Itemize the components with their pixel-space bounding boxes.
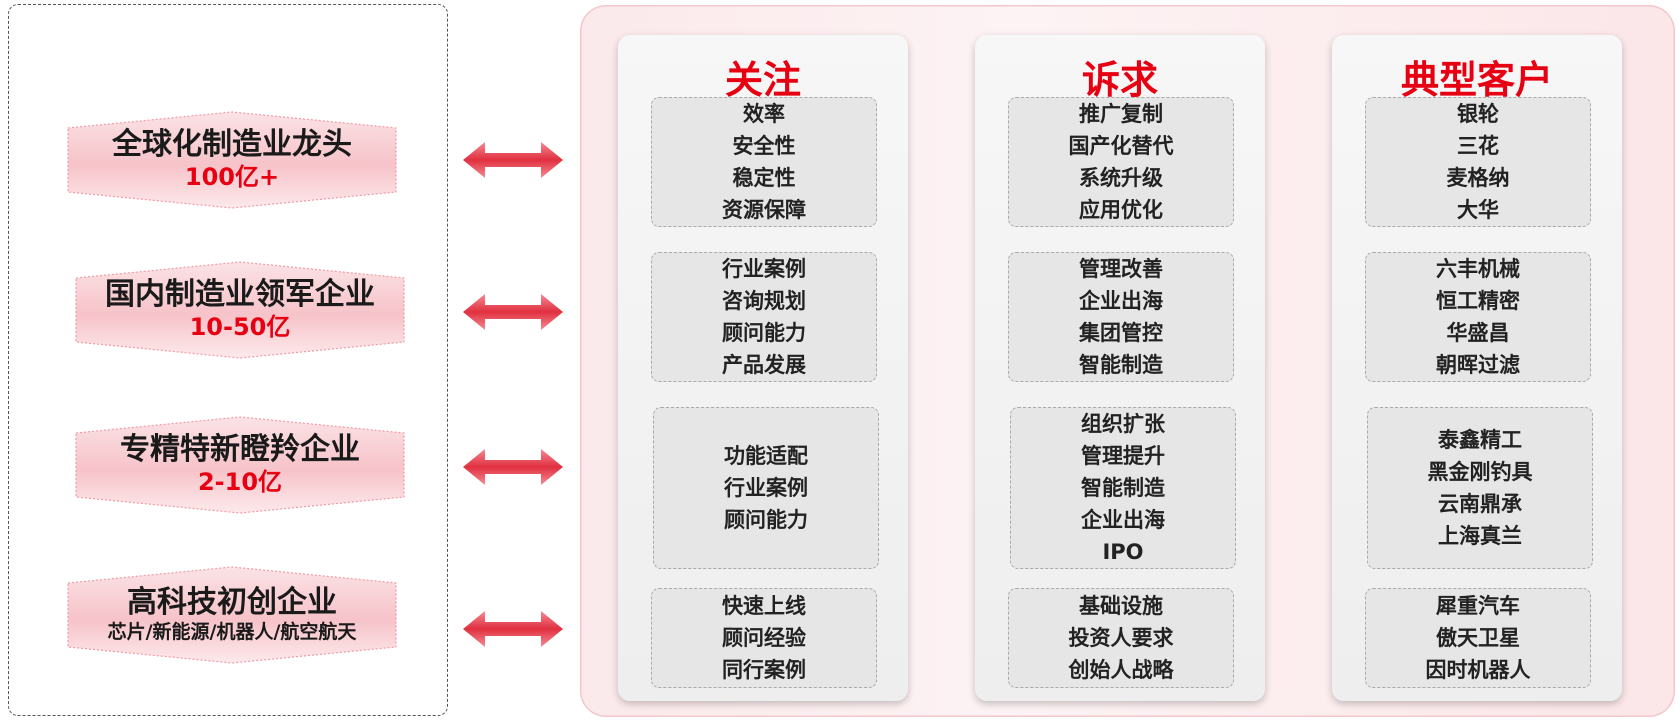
list-item: 国产化替代	[1068, 134, 1174, 158]
list-item: 泰鑫精工	[1438, 428, 1522, 452]
list-item: 快速上线	[722, 594, 806, 618]
list-item: 智能制造	[1081, 476, 1165, 500]
segment-title: 专精特新瞪羚企业	[120, 432, 360, 468]
list-item: 组织扩张	[1081, 412, 1165, 436]
demand-group: 组织扩张 管理提升 智能制造 企业出海 IPO	[1010, 407, 1236, 569]
segment-title: 全球化制造业龙头	[112, 127, 352, 163]
list-item: 因时机器人	[1425, 658, 1531, 682]
list-item: 应用优化	[1079, 198, 1163, 222]
list-item: 稳定性	[732, 166, 796, 190]
list-item: IPO	[1102, 540, 1144, 564]
segment-specialized: 专精特新瞪羚企业 2-10亿	[72, 415, 408, 515]
list-item: 管理改善	[1079, 257, 1163, 281]
double-arrow-icon	[463, 449, 563, 485]
segment-shape	[75, 261, 405, 359]
focus-group: 行业案例 咨询规划 顾问能力 产品发展	[651, 252, 877, 382]
double-arrow-icon	[463, 611, 563, 647]
list-item: 安全性	[732, 134, 796, 158]
list-item: 六丰机械	[1436, 257, 1520, 281]
list-item: 顾问能力	[722, 321, 806, 345]
list-item: 资源保障	[722, 198, 806, 222]
segment-global-leader: 全球化制造业龙头 100亿+	[64, 110, 400, 210]
demand-group: 推广复制 国产化替代 系统升级 应用优化	[1008, 97, 1234, 227]
list-item: 智能制造	[1079, 353, 1163, 377]
list-item: 华盛昌	[1446, 321, 1510, 345]
list-item: 功能适配	[724, 444, 808, 468]
segment-shape	[67, 566, 397, 664]
list-item: 企业出海	[1081, 508, 1165, 532]
list-item: 三花	[1457, 134, 1499, 158]
segment-sectors: 芯片/新能源/机器人/航空航天	[107, 620, 357, 643]
segment-shape	[75, 416, 405, 514]
list-item: 黑金刚钓具	[1427, 460, 1533, 484]
column-header: 诉求	[1081, 58, 1158, 102]
list-item: 顾问能力	[724, 508, 808, 532]
list-item: 大华	[1457, 198, 1499, 222]
list-item: 投资人要求	[1068, 626, 1174, 650]
demand-group: 管理改善 企业出海 集团管控 智能制造	[1008, 252, 1234, 382]
demand-group: 基础设施 投资人要求 创始人战略	[1008, 588, 1234, 688]
list-item: 行业案例	[724, 476, 808, 500]
double-arrow-icon	[463, 142, 563, 178]
customer-group: 泰鑫精工 黑金刚钓具 云南鼎承 上海真兰	[1367, 407, 1593, 569]
list-item: 傲天卫星	[1436, 626, 1520, 650]
column-focus: 关注 效率 安全性 稳定性 资源保障 行业案例 咨询规划 顾问能力 产品发展 功…	[618, 35, 908, 701]
segment-title: 高科技初创企业	[127, 585, 337, 621]
list-item: 行业案例	[722, 257, 806, 281]
list-item: 上海真兰	[1438, 524, 1522, 548]
double-arrow-icon	[463, 294, 563, 330]
list-item: 推广复制	[1079, 102, 1163, 126]
list-item: 企业出海	[1079, 289, 1163, 313]
focus-group: 效率 安全性 稳定性 资源保障	[651, 97, 877, 227]
list-item: 系统升级	[1079, 166, 1163, 190]
list-item: 咨询规划	[722, 289, 806, 313]
segment-startup: 高科技初创企业 芯片/新能源/机器人/航空航天	[64, 565, 400, 665]
list-item: 顾问经验	[722, 626, 806, 650]
list-item: 集团管控	[1079, 321, 1163, 345]
list-item: 效率	[743, 102, 785, 126]
customer-group: 六丰机械 恒工精密 华盛昌 朝晖过滤	[1365, 252, 1591, 382]
column-demands: 诉求 推广复制 国产化替代 系统升级 应用优化 管理改善 企业出海 集团管控 智…	[975, 35, 1265, 701]
list-item: 管理提升	[1081, 444, 1165, 468]
column-typical-customers: 典型客户 银轮 三花 麦格纳 大华 六丰机械 恒工精密 华盛昌 朝晖过滤 泰鑫精…	[1332, 35, 1622, 701]
list-item: 云南鼎承	[1438, 492, 1522, 516]
segment-revenue: 10-50亿	[189, 312, 291, 341]
focus-group: 快速上线 顾问经验 同行案例	[651, 588, 877, 688]
list-item: 银轮	[1457, 102, 1499, 126]
segment-title: 国内制造业领军企业	[105, 277, 375, 313]
list-item: 朝晖过滤	[1436, 353, 1520, 377]
segment-shape	[67, 111, 397, 209]
attributes-panel: 关注 效率 安全性 稳定性 资源保障 行业案例 咨询规划 顾问能力 产品发展 功…	[580, 5, 1675, 717]
list-item: 基础设施	[1079, 594, 1163, 618]
list-item: 麦格纳	[1446, 166, 1510, 190]
customer-group: 银轮 三花 麦格纳 大华	[1365, 97, 1591, 227]
segment-domestic-leader: 国内制造业领军企业 10-50亿	[72, 260, 408, 360]
segment-revenue: 2-10亿	[197, 467, 283, 496]
list-item: 恒工精密	[1436, 289, 1520, 313]
customer-group: 犀重汽车 傲天卫星 因时机器人	[1365, 588, 1591, 688]
column-header: 关注	[724, 58, 801, 102]
segment-revenue: 100亿+	[184, 162, 280, 191]
list-item: 犀重汽车	[1436, 594, 1520, 618]
list-item: 创始人战略	[1068, 658, 1174, 682]
focus-group: 功能适配 行业案例 顾问能力	[653, 407, 879, 569]
column-header: 典型客户	[1400, 58, 1553, 102]
segments-panel	[8, 4, 448, 716]
list-item: 同行案例	[722, 658, 806, 682]
list-item: 产品发展	[722, 353, 806, 377]
